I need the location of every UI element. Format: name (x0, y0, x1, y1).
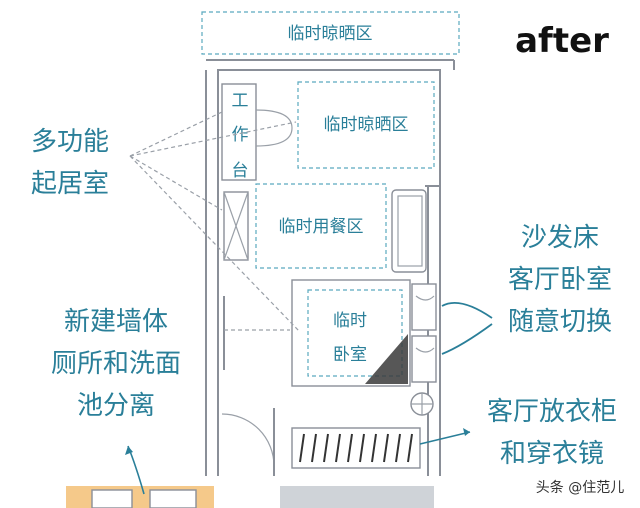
desk-label-2: 作 (232, 125, 249, 145)
wardrobe-label-2: 和穿衣镜 (500, 439, 604, 469)
bedroom-zone-box (307, 289, 403, 377)
sofa-cushion (397, 195, 423, 267)
cabinet-bottom-curve (415, 347, 435, 353)
washbasin-left (91, 489, 133, 508)
wardrobe-hangers (299, 433, 413, 463)
cabinet-top-curve (415, 295, 435, 301)
wall-split-label-3: 池分离 (77, 391, 155, 421)
multi-room-label-2: 起居室 (31, 169, 109, 199)
wall-split-label-1: 新建墙体 (64, 307, 168, 337)
entry-door-arc (221, 413, 275, 467)
desk-label-1: 工 (232, 91, 249, 111)
drying-zone-inner-label: 临时晾晒区 (324, 115, 409, 135)
side-cabinet-top (411, 283, 437, 331)
work-desk (221, 83, 257, 181)
desk-label-3: 台 (232, 161, 249, 181)
multi-room-guides (129, 111, 301, 333)
wardrobe-arrow-line (419, 431, 471, 445)
sofa-bed-label-3: 随意切换 (508, 307, 612, 337)
bedroom-label-1: 临时 (333, 311, 367, 331)
sofa (391, 189, 427, 273)
drying-zone-top-box (201, 11, 460, 55)
after-tag: after (515, 21, 609, 61)
sofa-bed-label-2: 客厅卧室 (508, 265, 612, 295)
side-cabinet-bottom (411, 335, 437, 383)
wardrobe (291, 427, 421, 469)
sofa-bed-fold-mark (365, 334, 408, 384)
wardrobe-arrow-head (463, 428, 470, 436)
wardrobe-label-1: 客厅放衣柜 (487, 397, 617, 427)
cabinet-cross-b (223, 191, 249, 261)
drying-zone-inner-box (297, 81, 435, 169)
drying-zone-top-label: 临时晾晒区 (288, 24, 373, 44)
desk-chair (255, 109, 293, 147)
bottom-counter (280, 486, 434, 508)
multi-room-label-1: 多功能 (31, 127, 109, 157)
wall-arrow-head (125, 446, 133, 455)
washbasin-right (149, 489, 197, 508)
sofa-bed-label-1: 沙发床 (521, 223, 599, 253)
wall-split-label-2: 厕所和洗面 (51, 349, 181, 379)
sofa-bed-arrows (441, 302, 493, 355)
outer-wall-top (217, 69, 441, 476)
dining-zone-box (255, 183, 387, 269)
dining-zone-label: 临时用餐区 (279, 217, 364, 237)
bedroom-label-2: 卧室 (333, 345, 367, 365)
watermark: 头条 @住范儿 (536, 479, 624, 496)
